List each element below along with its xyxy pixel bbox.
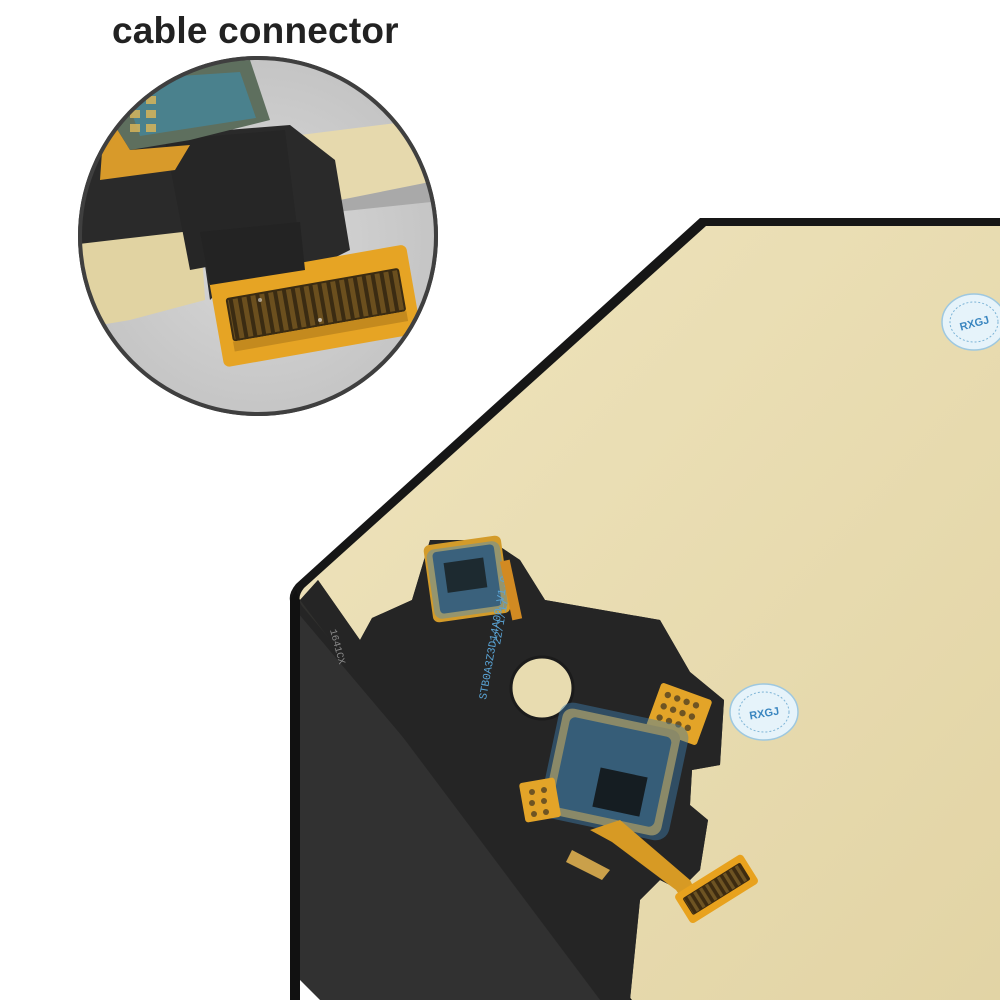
sticker-bottom-label: RXGJ xyxy=(749,705,781,722)
callout-zoom xyxy=(78,56,438,416)
caption-title: cable connector xyxy=(112,10,399,51)
lcd-panel: STB0A3Z3D14A00_V1.0 22/1/17 1641CX xyxy=(289,218,1000,1000)
fingerprint-window xyxy=(509,655,575,721)
flex-strip xyxy=(590,820,700,905)
sticker-top: RXGJ xyxy=(941,293,1000,351)
flex-cable-base xyxy=(300,540,724,1000)
driver-ic-bottom xyxy=(539,702,689,841)
driver-ic-top xyxy=(423,535,511,623)
cable-connector-small xyxy=(675,854,758,923)
sticker-bottom: RXGJ xyxy=(729,683,799,741)
small-pad xyxy=(519,777,561,823)
